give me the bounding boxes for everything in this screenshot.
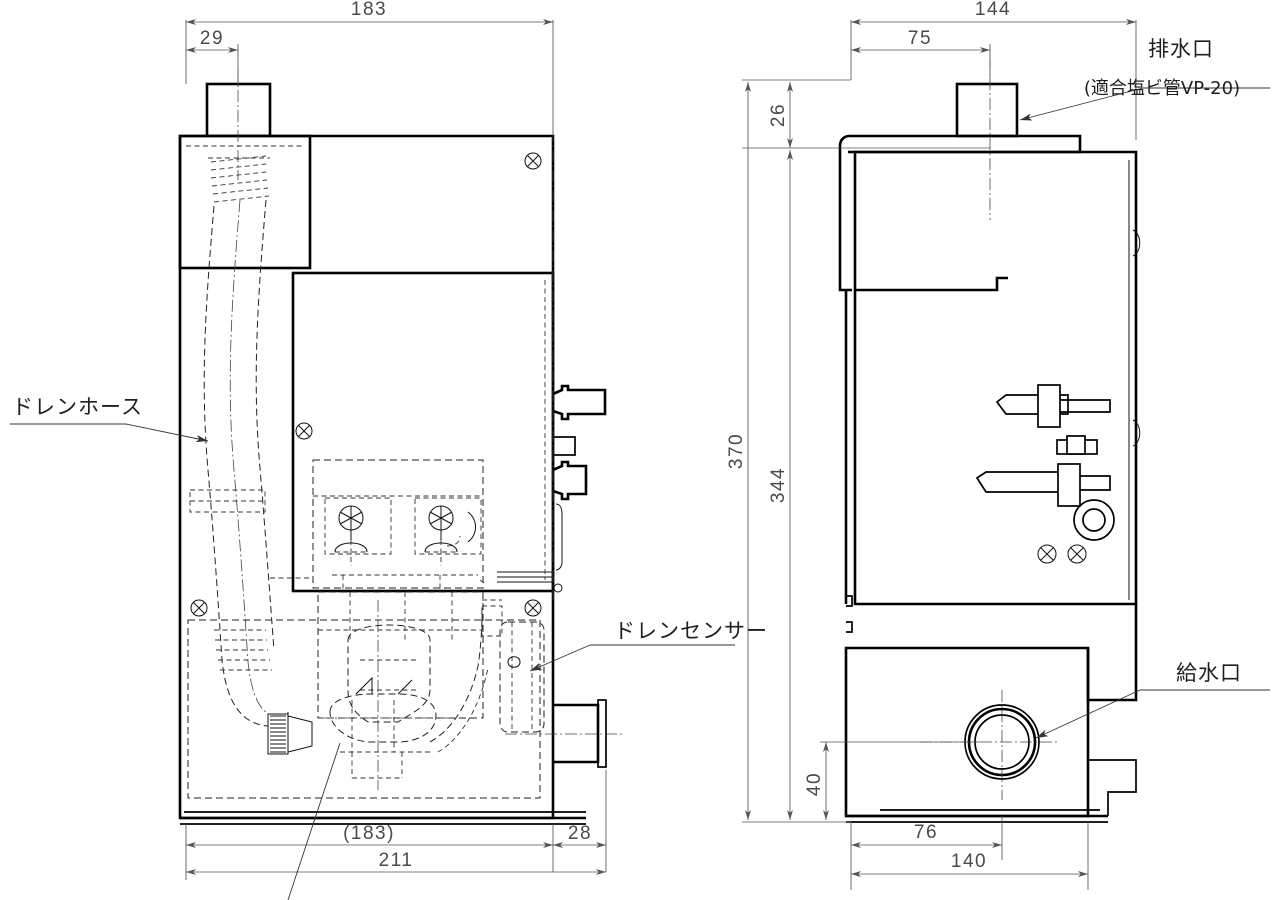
left-lower-enclosure (187, 591, 541, 799)
left-outlet-nozzle (553, 699, 607, 768)
side-ring-port (1073, 499, 1115, 541)
screw-symbol-bottom-right (524, 599, 542, 617)
left-view-group (10, 19, 735, 900)
left-fitting-upper (552, 384, 607, 421)
left-fitting-mid (552, 436, 576, 456)
side-fitting-upper (995, 384, 1111, 428)
dim-label-183-top: 183 (351, 0, 387, 20)
right-collar-left-lip (838, 134, 852, 292)
right-top-collar (848, 134, 1082, 154)
impeller-symbol-left (334, 505, 368, 566)
leader-drain-hose (10, 423, 209, 443)
dim-label-370: 370 (726, 433, 747, 469)
leader-drain-sensor (529, 644, 735, 672)
hose-clamp-upper (189, 489, 266, 513)
side-fitting-plug (1056, 435, 1098, 455)
drain-channel-2 (437, 667, 489, 753)
drain-sensor-body (481, 599, 545, 733)
right-rear-step (1088, 759, 1137, 816)
right-screw-symbol-1 (1037, 544, 1057, 564)
left-small-port (553, 583, 563, 593)
dim-label-76: 76 (914, 822, 938, 843)
drawing-text: 183 29 (183) 28 211 144 75 370 344 26 40… (12, 0, 1242, 872)
left-drain-stub (205, 82, 272, 138)
leader-bottom-cut (287, 742, 341, 900)
left-fitting-lower (552, 460, 588, 501)
left-upper-housing (178, 134, 312, 270)
drain-channel (429, 605, 483, 743)
left-inner-panel (291, 271, 555, 593)
right-extension-lines (742, 20, 1137, 890)
callout-drain-outlet-note: (適合塩ビ管VP-20) (1084, 78, 1240, 99)
dim-label-140: 140 (951, 851, 987, 872)
right-lower-step (1086, 604, 1138, 702)
right-upper-body (853, 150, 1138, 606)
screw-symbol-bottom-left (190, 599, 208, 617)
pump-assembly (320, 600, 452, 790)
dim-label-29: 29 (200, 28, 224, 49)
side-fitting-lower (975, 463, 1111, 507)
callout-drain-hose: ドレンホース (12, 395, 143, 419)
right-inner-shelf (855, 276, 1008, 292)
dim-label-183-bottom: (183) (343, 823, 395, 844)
right-hinge-upper (1132, 229, 1141, 257)
right-base-plate (846, 809, 1108, 823)
right-left-notches (846, 595, 853, 633)
leader-water-inlet (1035, 689, 1270, 739)
screw-symbol-top-right (524, 152, 542, 170)
impeller-symbol-right (424, 505, 476, 566)
dim-label-26: 26 (768, 103, 789, 127)
right-screw-symbol-2 (1067, 544, 1087, 564)
dim-label-75: 75 (908, 28, 932, 49)
dim-label-344: 344 (768, 467, 789, 503)
drain-hose (189, 155, 313, 755)
right-view-group (742, 19, 1270, 890)
right-hinge-lower (1132, 419, 1141, 447)
callout-water-inlet: 給水口 (1176, 661, 1242, 685)
left-mechanism-frame (312, 459, 484, 589)
left-stub-hidden (186, 145, 305, 159)
leader-drain-outlet (1019, 87, 1270, 121)
hose-ferrule (267, 712, 313, 755)
left-seal-strip (555, 503, 563, 571)
dim-label-28: 28 (568, 823, 592, 844)
dim-label-40: 40 (804, 772, 825, 796)
callout-drain-sensor: ドレンセンサー (614, 619, 768, 643)
mechanism-lower-links (270, 574, 487, 590)
left-vent-lines (497, 571, 553, 583)
screw-symbol-mid-left (295, 422, 313, 440)
callout-drain-outlet: 排水口 (1148, 37, 1214, 61)
dim-label-211: 211 (379, 850, 414, 871)
dim-label-144: 144 (975, 0, 1011, 20)
right-drain-stub (955, 82, 1019, 138)
left-base-plate (180, 811, 586, 825)
